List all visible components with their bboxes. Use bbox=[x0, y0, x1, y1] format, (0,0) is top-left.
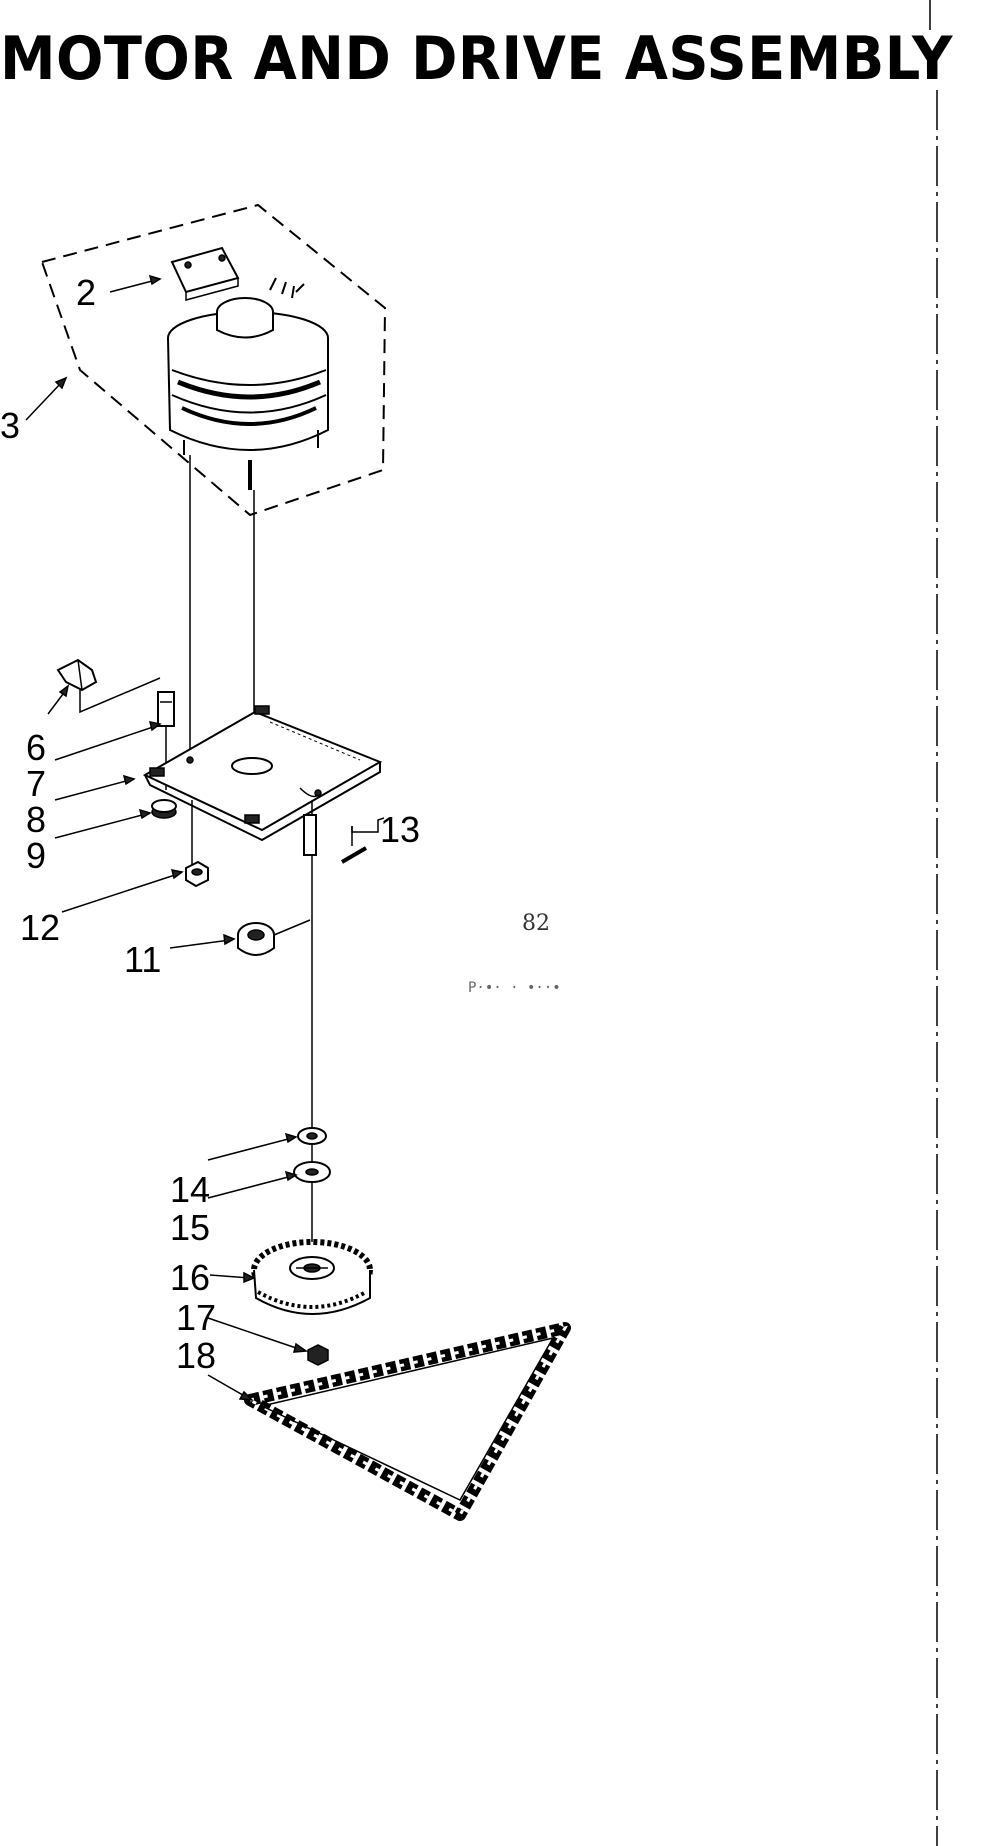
grommet bbox=[151, 799, 177, 819]
hex-nut bbox=[185, 860, 209, 888]
washer bbox=[297, 1127, 327, 1145]
page-title: MOTOR AND DRIVE ASSEMBLY bbox=[0, 24, 953, 94]
callout-17: 17 bbox=[176, 1297, 216, 1338]
clip-part bbox=[56, 658, 161, 714]
callout-2: 2 bbox=[76, 272, 96, 313]
callout-18: 18 bbox=[176, 1335, 216, 1376]
callout-16: 16 bbox=[170, 1257, 210, 1298]
callout-14: 14 bbox=[170, 1169, 210, 1210]
sprocket-gear bbox=[251, 1239, 373, 1315]
callout-9: 9 bbox=[26, 835, 46, 876]
callout-7: 7 bbox=[26, 763, 46, 804]
motor-mount-plate bbox=[142, 705, 383, 842]
coupling bbox=[237, 919, 311, 956]
drive-chain bbox=[244, 1322, 571, 1521]
overload-switch bbox=[170, 246, 240, 301]
callout-13: 13 bbox=[380, 809, 420, 850]
callout-11: 11 bbox=[124, 939, 161, 980]
set-screw bbox=[340, 817, 385, 864]
figure-reference: P·•· · •··• bbox=[468, 980, 561, 996]
drive-motor bbox=[167, 277, 329, 490]
callout-8: 8 bbox=[26, 799, 46, 840]
sprocket-nut bbox=[307, 1344, 329, 1366]
spacer-washer bbox=[293, 1161, 331, 1183]
callout-6: 6 bbox=[26, 727, 46, 768]
callout-15: 15 bbox=[170, 1207, 210, 1248]
leader-lines bbox=[25, 274, 309, 1401]
callout-3: 3 bbox=[0, 405, 20, 446]
motor-assembly-outline bbox=[40, 203, 387, 517]
drive-shaft bbox=[303, 814, 317, 856]
callout-12: 12 bbox=[20, 907, 60, 948]
figure-code: 82 bbox=[522, 911, 550, 936]
